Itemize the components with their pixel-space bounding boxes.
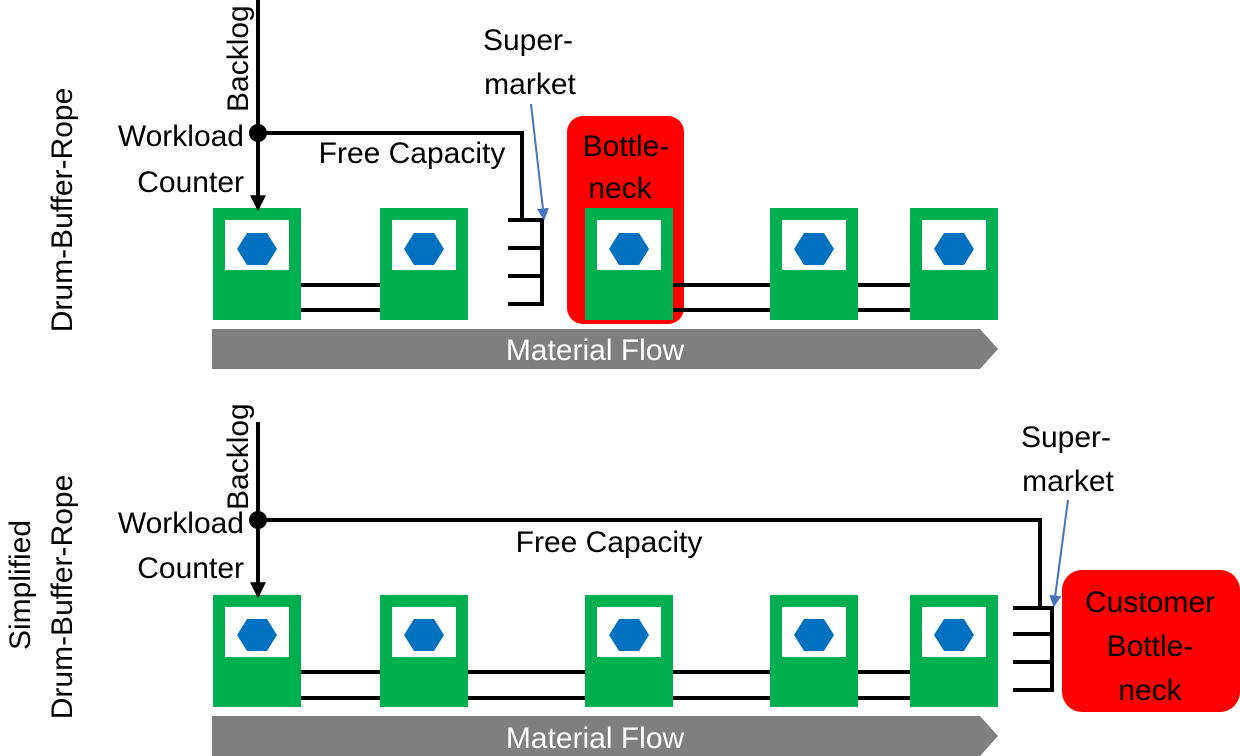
top-drum-buffer-rope: Drum-Buffer-Rope Bottle- neck: [46, 0, 998, 369]
bottom-workload-counter-dot: [249, 511, 267, 529]
machine-hexagon-icon: [237, 619, 277, 651]
bottom-station-1: [213, 595, 301, 707]
bottom-station-4: [770, 595, 858, 707]
bottleneck-label-line2: neck: [588, 172, 652, 205]
bottom-material-flow-label: Material Flow: [506, 722, 685, 755]
bottom-station-5: [910, 595, 998, 707]
top-station-1: [213, 208, 301, 320]
top-station-5: [910, 208, 998, 320]
machine-hexagon-icon: [609, 233, 649, 265]
top-backlog-label: Backlog: [222, 5, 255, 112]
top-supermarket-label-line2: market: [484, 68, 576, 101]
bottleneck-label-line1: Bottle-: [583, 130, 670, 163]
bottom-supermarket-pointer: [1049, 499, 1069, 608]
bottom-material-flow-arrow: [212, 716, 998, 756]
bottom-side-label-line1: Simplified: [4, 520, 37, 650]
bottom-free-capacity-line: [258, 518, 1042, 608]
bottom-simplified-drum-buffer-rope: Simplified Drum-Buffer-Rope: [4, 403, 1240, 756]
customer-bottleneck-line3: neck: [1118, 674, 1182, 707]
top-workload-counter-dot: [249, 124, 267, 142]
machine-hexagon-icon: [934, 233, 974, 265]
top-material-flow-label: Material Flow: [506, 334, 685, 367]
customer-bottleneck-box: [1062, 570, 1240, 712]
bottom-station-3: [585, 595, 673, 707]
top-station-4: [770, 208, 858, 320]
machine-hexagon-icon: [237, 233, 277, 265]
top-conveyor-lines: [300, 283, 910, 312]
top-free-capacity-label: Free Capacity: [319, 137, 506, 170]
top-supermarket-label-line1: Super-: [483, 24, 573, 57]
customer-bottleneck-line2: Bottle-: [1107, 630, 1194, 663]
bottom-workload-counter-line2: Counter: [137, 552, 244, 585]
machine-hexagon-icon: [934, 619, 974, 651]
top-side-label: Drum-Buffer-Rope: [46, 88, 79, 333]
machine-hexagon-icon: [404, 233, 444, 265]
machine-hexagon-icon: [404, 619, 444, 651]
bottom-supermarket-label-line1: Super-: [1021, 421, 1111, 454]
top-supermarket-pointer: [530, 103, 549, 221]
bottom-workload-counter-line1: Workload: [118, 507, 244, 540]
top-station-2: [380, 208, 468, 320]
top-workload-counter-line2: Counter: [137, 166, 244, 199]
top-workload-counter-line1: Workload: [118, 120, 244, 153]
bottom-side-label-line2: Drum-Buffer-Rope: [46, 475, 79, 720]
top-station-bottleneck: [585, 208, 673, 320]
top-supermarket-shelf-icon: [508, 218, 544, 306]
bottom-backlog-label: Backlog: [222, 403, 255, 510]
machine-hexagon-icon: [794, 619, 834, 651]
top-free-capacity-line: [258, 131, 524, 222]
bottom-supermarket-label-line2: market: [1022, 465, 1114, 498]
machine-hexagon-icon: [609, 619, 649, 651]
bottom-station-2: [380, 595, 468, 707]
customer-bottleneck-line1: Customer: [1085, 586, 1215, 619]
top-material-flow-arrow: [212, 329, 998, 369]
machine-hexagon-icon: [794, 233, 834, 265]
bottom-supermarket-shelf-icon: [1013, 606, 1054, 692]
bottom-free-capacity-label: Free Capacity: [516, 526, 703, 559]
